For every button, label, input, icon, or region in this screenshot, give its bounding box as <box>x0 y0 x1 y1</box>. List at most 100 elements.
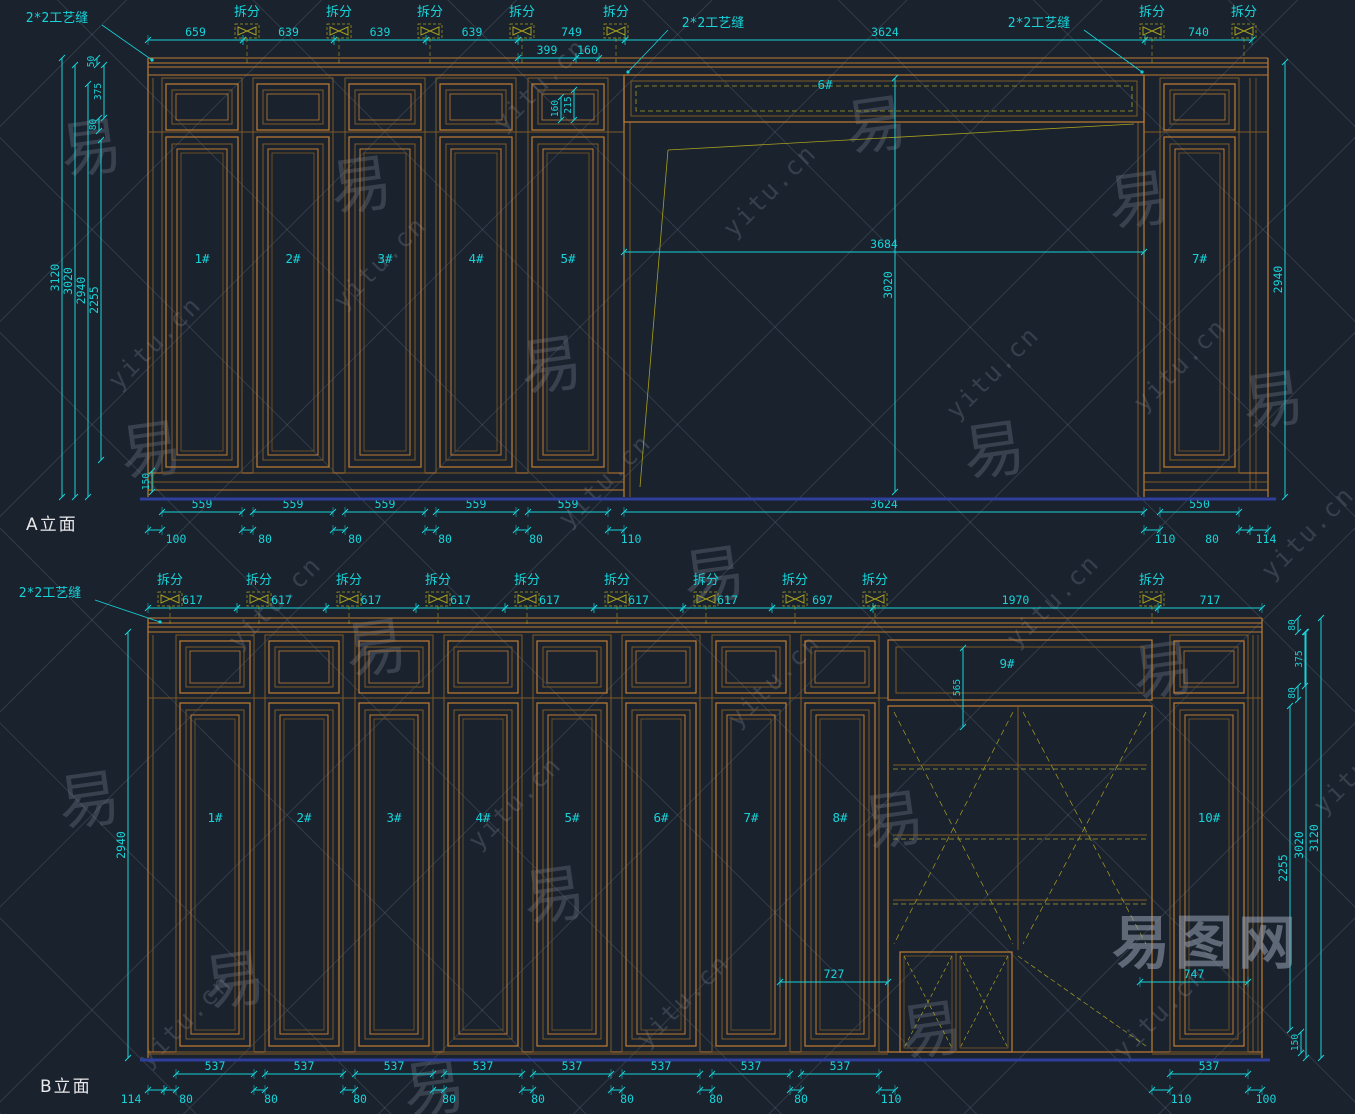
panel-label: 1# <box>194 251 210 266</box>
split-label: 拆分 <box>246 573 272 588</box>
split-label: 拆分 <box>157 573 183 588</box>
panel-4#: 4# <box>443 634 523 1053</box>
split-label: 拆分 <box>425 573 451 588</box>
dim-label: 3020 <box>61 267 75 295</box>
dim-label: 150 <box>141 473 152 490</box>
dim-label: 537 <box>741 1059 762 1073</box>
split-symbol <box>1142 594 1162 604</box>
panel-label: 5# <box>560 251 576 266</box>
panel-5#: 5# <box>527 77 609 474</box>
dim-label: 80 <box>179 1092 193 1106</box>
panel-3#: 3# <box>344 77 426 474</box>
split-symbol <box>517 594 537 604</box>
panel-8#: 8# <box>800 634 880 1053</box>
dim-label: 215 <box>563 96 574 113</box>
dim-label: 617 <box>539 593 560 607</box>
panel-label: 5# <box>564 810 580 825</box>
dim-label: 110 <box>1171 1092 1192 1106</box>
split-symbol <box>606 26 626 36</box>
dim-label: 617 <box>271 593 292 607</box>
dim-label: 697 <box>812 593 833 607</box>
dim-label: 80 <box>264 1092 278 1106</box>
dim-label: 3120 <box>1307 824 1321 852</box>
panel-6#: 6# <box>621 634 701 1053</box>
dim-label: 537 <box>651 1059 672 1073</box>
dim-label: 2255 <box>87 286 101 314</box>
split-label: 拆分 <box>1139 573 1165 588</box>
leader-dot <box>158 620 162 624</box>
dim-label: 565 <box>952 679 963 696</box>
dim-label: 80 <box>531 1092 545 1106</box>
panel-label: 3# <box>377 251 393 266</box>
dim-label: 375 <box>93 83 104 100</box>
seam-label: 2*2工艺缝 <box>682 16 744 31</box>
dim-label: 160 <box>550 100 561 117</box>
dim-label: 617 <box>628 593 649 607</box>
dim-label: 110 <box>1155 532 1176 546</box>
dim-label: 747 <box>1184 967 1205 981</box>
dim-label: 740 <box>1188 25 1209 39</box>
panel-10#: 10# <box>1169 634 1249 1053</box>
dim-label: 3020 <box>1292 831 1306 859</box>
dim-label: 80 <box>1205 532 1219 546</box>
panel-label: 3# <box>386 810 402 825</box>
dim-label: 80 <box>529 532 543 546</box>
panel-2#: 2# <box>264 634 344 1053</box>
dim-label: 537 <box>562 1059 583 1073</box>
seam-label: 2*2工艺缝 <box>1008 16 1070 31</box>
panel-label: 8# <box>832 810 848 825</box>
split-label: 拆分 <box>603 5 629 20</box>
split-label: 拆分 <box>693 573 719 588</box>
split-label: 拆分 <box>336 573 362 588</box>
split-label: 拆分 <box>1231 5 1257 20</box>
dim-label: 3120 <box>48 264 62 292</box>
dim-label: 375 <box>1294 650 1305 667</box>
panel-label: 1# <box>207 810 223 825</box>
panel-label: 7# <box>1192 251 1208 266</box>
panel-label: 7# <box>743 810 759 825</box>
split-label: 拆分 <box>417 5 443 20</box>
panel-label: 10# <box>1198 810 1221 825</box>
panel-5#: 5# <box>532 634 612 1053</box>
split-symbol <box>329 26 349 36</box>
dim-label: 2940 <box>114 831 128 859</box>
dim-label: 639 <box>370 25 391 39</box>
dim-label: 110 <box>621 532 642 546</box>
dim-label: 537 <box>1199 1059 1220 1073</box>
split-label: 拆分 <box>782 573 808 588</box>
split-symbol <box>512 26 532 36</box>
split-label: 拆分 <box>509 5 535 20</box>
leader-dot <box>626 70 630 74</box>
dim-label: 80 <box>438 532 452 546</box>
dim-label: 537 <box>384 1059 405 1073</box>
dim-label: 537 <box>294 1059 315 1073</box>
dim-label: 2255 <box>1276 854 1290 882</box>
panel-3#: 3# <box>354 634 434 1053</box>
split-label: 拆分 <box>862 573 888 588</box>
dim-label: 617 <box>182 593 203 607</box>
split-label: 拆分 <box>514 573 540 588</box>
split-symbol <box>1142 26 1162 36</box>
panel-label: 4# <box>468 251 484 266</box>
dim-label: 3624 <box>871 25 899 39</box>
dim-label: 114 <box>121 1092 142 1106</box>
dim-label: 80 <box>1287 619 1298 631</box>
panel-label: 9# <box>999 656 1015 671</box>
split-symbol <box>249 594 269 604</box>
dim-label: 80 <box>348 532 362 546</box>
split-symbol <box>237 26 257 36</box>
dim-label: 727 <box>824 967 845 981</box>
dim-label: 399 <box>537 43 558 57</box>
dim-label: 537 <box>205 1059 226 1073</box>
elevation-a-title: A立面 <box>26 515 78 535</box>
split-symbol <box>785 594 805 604</box>
seam-label: 2*2工艺缝 <box>26 11 88 26</box>
panel-1#: 1# <box>175 634 255 1053</box>
elevation-b-title: B立面 <box>40 1077 92 1097</box>
dim-label: 80 <box>620 1092 634 1106</box>
dim-label: 2940 <box>74 277 88 305</box>
dim-label: 617 <box>717 593 738 607</box>
